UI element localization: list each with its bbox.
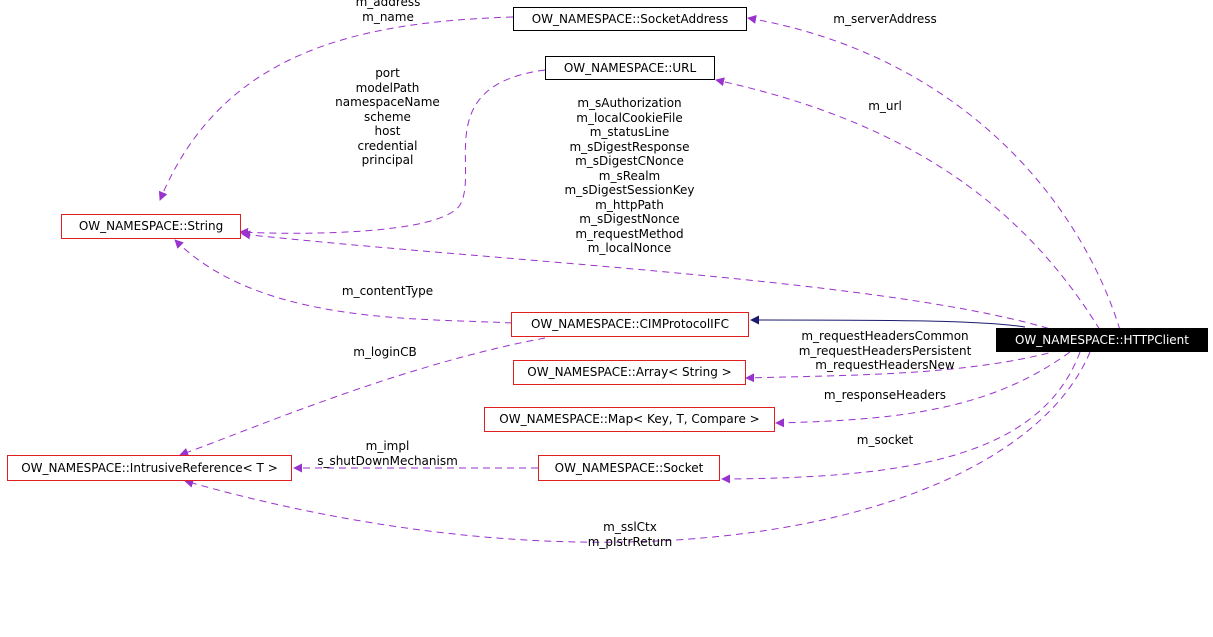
label-content-type: m_contentType [341, 284, 434, 298]
edge-socketaddress-to-string [158, 16, 514, 201]
node-socket[interactable]: OW_NAMESPACE::Socket [538, 455, 720, 481]
label-response-headers: m_responseHeaders [823, 388, 947, 402]
label-m-socket: m_socket [856, 433, 914, 447]
edge-cimprotocol-to-string [174, 239, 513, 324]
label-string-fields: m_sAuthorization m_localCookieFile m_sta… [564, 96, 695, 255]
edge-httpclient-to-string [241, 230, 1061, 333]
label-impl-shutdown: m_impl s_shutDownMechanism [317, 439, 458, 468]
label-address-name: m_address m_name [355, 0, 421, 24]
node-array[interactable]: OW_NAMESPACE::Array< String > [513, 360, 746, 385]
label-login-cb: m_loginCB [353, 345, 417, 359]
edge-url-to-string [239, 69, 546, 237]
label-url-fields: port modelPath namespaceName scheme host… [335, 66, 440, 167]
node-socketaddress[interactable]: OW_NAMESPACE::SocketAddress [513, 7, 747, 31]
edge-httpclient-to-url [715, 77, 1101, 331]
node-map[interactable]: OW_NAMESPACE::Map< Key, T, Compare > [484, 407, 775, 432]
label-sslctx: m_sslCtx m_pIstrReturn [587, 520, 673, 549]
node-intrusive-reference[interactable]: OW_NAMESPACE::IntrusiveReference< T > [7, 455, 292, 481]
edge-httpclient-to-socketaddress [747, 14, 1121, 331]
edge-httpclient-to-socket [721, 351, 1081, 484]
node-cimprotocol[interactable]: OW_NAMESPACE::CIMProtocolIFC [511, 312, 749, 337]
node-url[interactable]: OW_NAMESPACE::URL [545, 56, 715, 80]
edge-cimprotocol-to-intrusive [179, 337, 546, 457]
node-httpclient: OW_NAMESPACE::HTTPClient [996, 328, 1208, 352]
edge-httpclient-to-array [745, 349, 1061, 383]
edge-httpclient-to-intrusive [184, 351, 1091, 543]
edge-httpclient-to-map [775, 351, 1071, 428]
label-request-headers: m_requestHeadersCommon m_requestHeadersP… [798, 329, 972, 372]
label-m-url: m_url [868, 99, 902, 113]
node-string[interactable]: OW_NAMESPACE::String [61, 214, 241, 239]
label-server-address: m_serverAddress [833, 12, 937, 26]
edge-httpclient-inherits-cimprotocol [750, 315, 1026, 328]
